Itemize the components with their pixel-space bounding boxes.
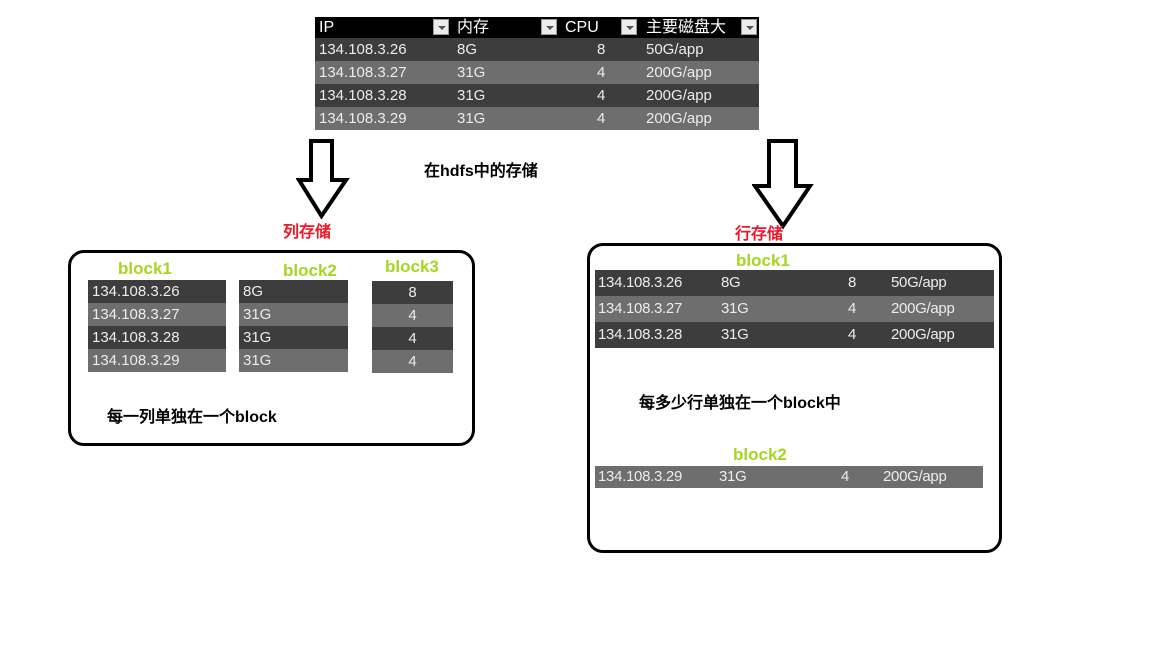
- table-row: 134.108.3.28 31G 4 200G/app: [315, 84, 759, 107]
- column-block-ip: 134.108.3.26 134.108.3.27 134.108.3.28 1…: [88, 280, 226, 372]
- cell-memory: 8G: [457, 41, 478, 58]
- row-store-title: 行存储: [735, 226, 784, 243]
- cell-ip: 134.108.3.26: [319, 41, 407, 58]
- cell-ip: 134.108.3.28: [319, 87, 407, 104]
- cell-cpu: 4: [841, 468, 850, 485]
- list-item: 134.108.3.29: [88, 349, 226, 372]
- cell-ip: 134.108.3.28: [598, 326, 682, 343]
- cell-memory: 31G: [721, 326, 749, 343]
- filter-dropdown-icon[interactable]: [541, 19, 557, 35]
- block-label: block1: [736, 251, 790, 270]
- filter-dropdown-icon[interactable]: [741, 19, 757, 35]
- table-row: 134.108.3.26 8G 8 50G/app: [595, 270, 994, 296]
- source-table-header: IP 内存 CPU 主要磁盘大: [315, 17, 759, 38]
- table-row: 134.108.3.28 31G 4 200G/app: [595, 322, 994, 348]
- block-label: block2: [733, 445, 787, 464]
- cell-cpu: 4: [597, 87, 606, 104]
- down-arrow-icon: [752, 139, 814, 230]
- header-memory: 内存: [457, 19, 490, 36]
- cell-cpu: 8: [848, 274, 857, 291]
- cell-cpu: 4: [848, 326, 857, 343]
- header-disk: 主要磁盘大: [646, 19, 727, 36]
- cell-disk: 200G/app: [891, 326, 955, 343]
- block-label: block1: [118, 259, 172, 278]
- cell-ip: 134.108.3.27: [598, 300, 682, 317]
- cell-cpu: 4: [597, 64, 606, 81]
- filter-dropdown-icon[interactable]: [621, 19, 637, 35]
- cell-memory: 8G: [721, 274, 741, 291]
- cell-memory: 31G: [457, 110, 486, 127]
- list-item: 134.108.3.27: [88, 303, 226, 326]
- list-item: 4: [372, 350, 453, 373]
- list-item: 8G: [239, 280, 348, 303]
- column-block-cpu: 8 4 4 4: [372, 281, 453, 373]
- cell-memory: 31G: [457, 87, 486, 104]
- cell-cpu: 8: [597, 41, 606, 58]
- cell-disk: 200G/app: [646, 64, 712, 81]
- cell-ip: 134.108.3.29: [319, 110, 407, 127]
- cell-cpu: 4: [597, 110, 606, 127]
- cell-ip: 134.108.3.29: [598, 468, 682, 485]
- hdfs-storage-caption: 在hdfs中的存储: [424, 163, 538, 180]
- cell-memory: 31G: [457, 64, 486, 81]
- list-item: 8: [372, 281, 453, 304]
- list-item: 31G: [239, 326, 348, 349]
- cell-ip: 134.108.3.27: [319, 64, 407, 81]
- cell-memory: 31G: [719, 468, 747, 485]
- block-label: block2: [283, 261, 337, 280]
- block-label: block3: [385, 257, 439, 276]
- row-block-1: 134.108.3.26 8G 8 50G/app 134.108.3.27 3…: [595, 270, 994, 348]
- cell-disk: 200G/app: [891, 300, 955, 317]
- filter-dropdown-icon[interactable]: [433, 19, 449, 35]
- down-arrow-icon: [296, 139, 350, 220]
- cell-disk: 50G/app: [646, 41, 704, 58]
- source-table: IP 内存 CPU 主要磁盘大 134.108.3.26 8G 8 50G/ap…: [315, 17, 759, 130]
- cell-memory: 31G: [721, 300, 749, 317]
- table-row: 134.108.3.29 31G 4 200G/app: [595, 466, 983, 488]
- table-row: 134.108.3.26 8G 8 50G/app: [315, 38, 759, 61]
- cell-disk: 200G/app: [646, 110, 712, 127]
- column-block-memory: 8G 31G 31G 31G: [239, 280, 348, 372]
- column-store-title: 列存储: [283, 224, 332, 241]
- list-item: 134.108.3.28: [88, 326, 226, 349]
- row-block-2: 134.108.3.29 31G 4 200G/app: [595, 466, 983, 488]
- cell-disk: 200G/app: [646, 87, 712, 104]
- table-row: 134.108.3.27 31G 4 200G/app: [315, 61, 759, 84]
- list-item: 134.108.3.26: [88, 280, 226, 303]
- column-store-caption: 每一列单独在一个block: [107, 409, 277, 426]
- list-item: 31G: [239, 349, 348, 372]
- header-ip: IP: [319, 19, 335, 36]
- row-store-caption: 每多少行单独在一个block中: [639, 395, 841, 412]
- cell-disk: 200G/app: [883, 468, 947, 485]
- list-item: 4: [372, 327, 453, 350]
- header-cpu: CPU: [565, 19, 599, 36]
- list-item: 4: [372, 304, 453, 327]
- list-item: 31G: [239, 303, 348, 326]
- cell-disk: 50G/app: [891, 274, 947, 291]
- table-row: 134.108.3.27 31G 4 200G/app: [595, 296, 994, 322]
- cell-ip: 134.108.3.26: [598, 274, 682, 291]
- cell-cpu: 4: [848, 300, 857, 317]
- table-row: 134.108.3.29 31G 4 200G/app: [315, 107, 759, 130]
